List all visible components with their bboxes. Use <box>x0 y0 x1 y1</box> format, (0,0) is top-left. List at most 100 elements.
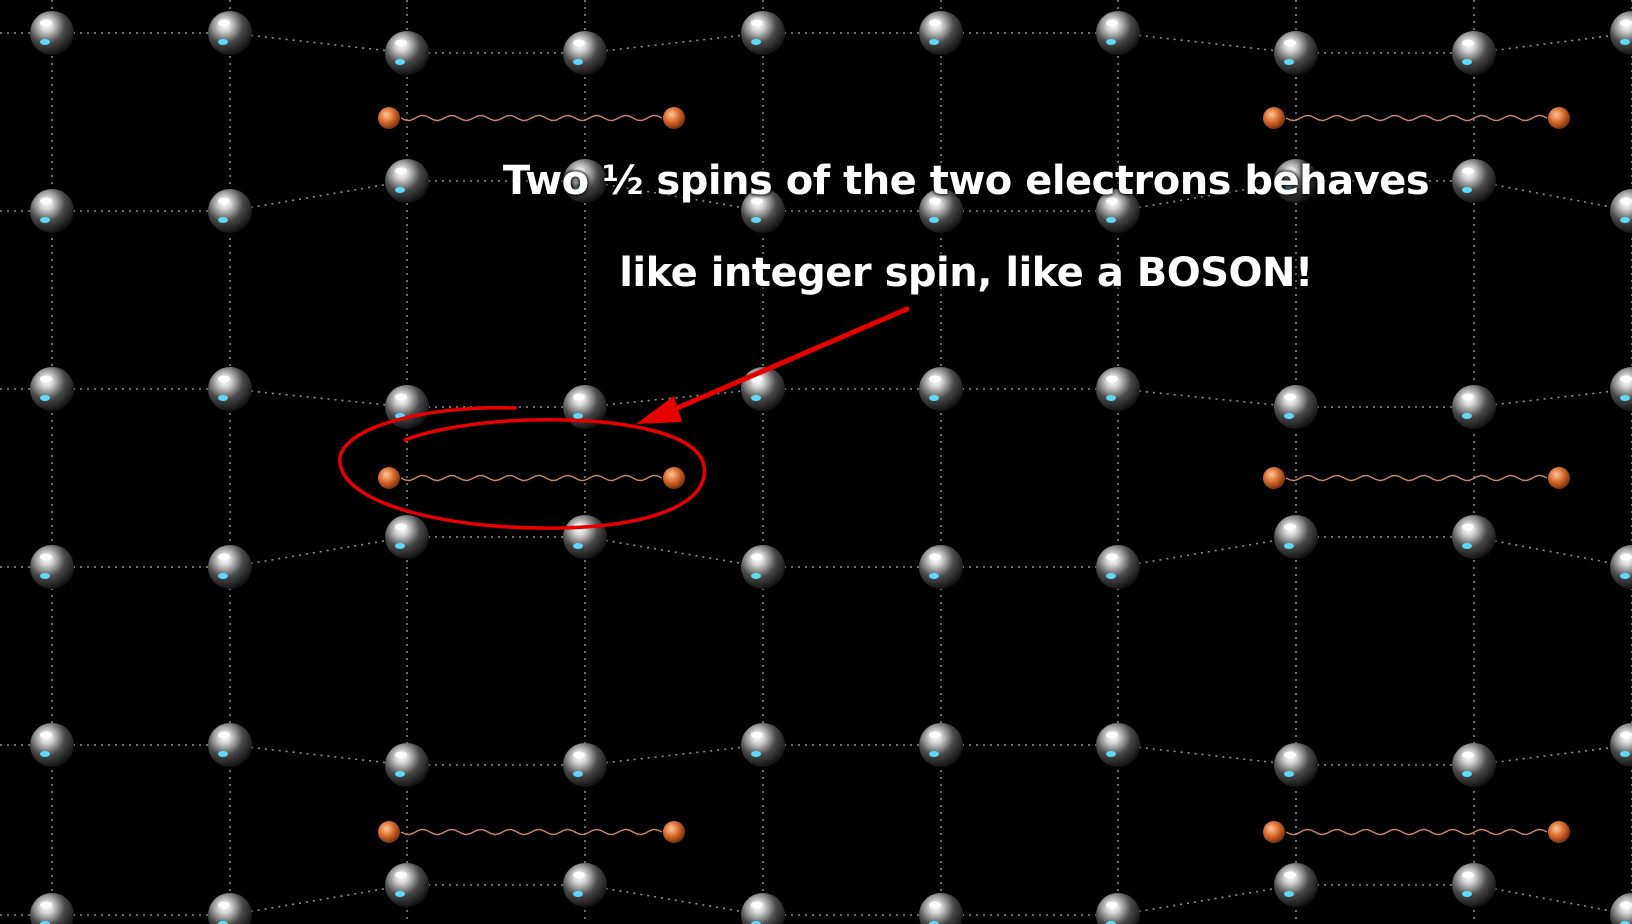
ion-sphere-icon <box>741 723 785 767</box>
bond-horizontal <box>229 744 408 766</box>
caption-line-1: Two ½ spins of the two electrons behaves <box>502 158 1430 204</box>
ion-sphere-icon <box>208 545 252 589</box>
bond-horizontal <box>1117 32 1297 54</box>
electron-icon <box>663 467 685 489</box>
ion-sphere-icon <box>919 723 963 767</box>
ion-sphere-icon <box>208 189 252 233</box>
electron-icon <box>1263 821 1285 843</box>
ion-sphere-icon <box>919 11 963 55</box>
ion-sphere-icon <box>1096 723 1140 767</box>
ion-sphere-icon <box>1610 11 1632 55</box>
ion-sphere-icon <box>30 189 74 233</box>
bond-horizontal <box>1473 884 1632 916</box>
ion-sphere-icon <box>563 515 607 559</box>
ion-sphere-icon <box>563 385 607 429</box>
ion-sphere-icon <box>1096 893 1140 924</box>
ion-sphere-icon <box>919 545 963 589</box>
cooper-pair-links <box>400 114 1548 836</box>
bond-horizontal <box>229 180 408 212</box>
ion-sphere-icon <box>1096 11 1140 55</box>
bond-horizontal <box>229 884 408 916</box>
ion-sphere-icon <box>919 367 963 411</box>
cooper-wave <box>1285 828 1548 836</box>
ion-sphere-icon <box>208 11 252 55</box>
ion-sphere-icon <box>1610 189 1632 233</box>
ion-sphere-icon <box>1096 545 1140 589</box>
bond-horizontal <box>1117 744 1297 766</box>
electron-icon <box>1548 467 1570 489</box>
bond-horizontal <box>1473 744 1632 766</box>
bond-horizontal <box>1117 536 1297 568</box>
bond-horizontal <box>584 536 764 568</box>
ion-sphere-icon <box>741 893 785 924</box>
ion-sphere-icon <box>1274 385 1318 429</box>
ion-sphere-icon <box>1452 31 1496 75</box>
ion-sphere-icon <box>1452 743 1496 787</box>
ion-sphere-icon <box>30 723 74 767</box>
ion-sphere-icon <box>563 31 607 75</box>
ion-sphere-icon <box>1274 863 1318 907</box>
ion-lattice <box>30 11 1632 924</box>
arrow-shaft <box>665 306 910 415</box>
ion-sphere-icon <box>1452 385 1496 429</box>
ion-sphere-icon <box>30 367 74 411</box>
bond-horizontal <box>1473 180 1632 212</box>
ion-sphere-icon <box>1452 863 1496 907</box>
cooper-wave <box>400 828 663 836</box>
ion-sphere-icon <box>1274 159 1318 203</box>
ion-sphere-icon <box>1610 723 1632 767</box>
bond-horizontal <box>1117 388 1297 408</box>
bond-horizontal <box>229 388 408 408</box>
electrons <box>378 107 1570 843</box>
ion-sphere-icon <box>385 515 429 559</box>
arrow-head-icon <box>636 396 682 424</box>
bond-horizontal <box>584 744 764 766</box>
ion-sphere-icon <box>1274 31 1318 75</box>
ion-sphere-icon <box>563 863 607 907</box>
electron-icon <box>378 821 400 843</box>
highlight-ellipse <box>338 406 707 530</box>
ion-sphere-icon <box>30 11 74 55</box>
ion-sphere-icon <box>1274 743 1318 787</box>
bond-horizontal <box>229 32 408 54</box>
cooper-wave <box>400 474 663 482</box>
cooper-wave <box>400 114 663 122</box>
ion-sphere-icon <box>385 863 429 907</box>
ion-sphere-icon <box>1610 367 1632 411</box>
bond-horizontal <box>584 388 764 408</box>
cooper-wave <box>1285 114 1548 122</box>
ion-sphere-icon <box>30 545 74 589</box>
electron-icon <box>1548 107 1570 129</box>
electron-icon <box>378 467 400 489</box>
bond-horizontal <box>584 32 764 54</box>
bond-horizontal <box>584 884 764 916</box>
electron-icon <box>378 107 400 129</box>
electron-icon <box>1263 107 1285 129</box>
bond-horizontal <box>1473 536 1632 568</box>
ion-sphere-icon <box>741 545 785 589</box>
ion-sphere-icon <box>208 893 252 924</box>
ion-sphere-icon <box>1610 893 1632 924</box>
ion-sphere-icon <box>919 893 963 924</box>
ion-sphere-icon <box>385 743 429 787</box>
ion-sphere-icon <box>385 31 429 75</box>
bond-horizontal <box>1117 884 1297 916</box>
ion-sphere-icon <box>741 189 785 233</box>
ion-sphere-icon <box>1096 367 1140 411</box>
electron-icon <box>663 107 685 129</box>
electron-icon <box>1263 467 1285 489</box>
ion-sphere-icon <box>208 367 252 411</box>
electron-icon <box>1548 821 1570 843</box>
ion-sphere-icon <box>385 159 429 203</box>
caption-line-2: like integer spin, like a BOSON! <box>619 250 1313 296</box>
ion-sphere-icon <box>208 723 252 767</box>
annotation <box>338 306 910 530</box>
ion-sphere-icon <box>563 743 607 787</box>
ion-sphere-icon <box>1610 545 1632 589</box>
cooper-wave <box>1285 474 1548 482</box>
bond-horizontal <box>1473 32 1632 54</box>
electron-icon <box>663 821 685 843</box>
ion-sphere-icon <box>1096 189 1140 233</box>
